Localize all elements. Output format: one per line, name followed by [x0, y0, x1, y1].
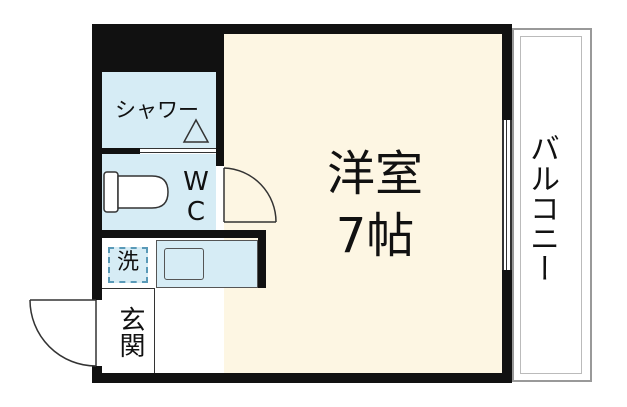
balcony-area: [512, 28, 592, 382]
outer-wall-right-lower: [502, 270, 512, 383]
entrance-top-line: [102, 288, 154, 289]
structure-block-top: [92, 24, 224, 72]
shower-door: [140, 148, 216, 153]
outer-wall-bottom: [92, 373, 512, 383]
wall-toilet-right: [216, 154, 224, 166]
entrance-area: [102, 288, 154, 373]
shower-drain-icon: [182, 118, 210, 143]
outer-wall-left-upper: [92, 24, 102, 300]
window: [502, 120, 512, 270]
balcony-inner-rail: [520, 36, 582, 374]
entrance-label: 玄関: [115, 306, 145, 358]
main-room: [224, 34, 502, 373]
outer-wall-top: [92, 24, 512, 34]
washer-label: 洗: [116, 250, 139, 275]
balcony-label: バルコニー: [524, 133, 559, 283]
entrance-step-line: [154, 288, 155, 373]
wall-shower-right: [216, 24, 224, 154]
washer-box: [108, 247, 148, 283]
kitchen-sink: [164, 248, 204, 280]
main-room-name: 洋室: [326, 146, 423, 202]
wall-kitchen-right: [258, 230, 266, 288]
wall-kitchen-top: [102, 230, 266, 238]
toilet-door-swing: [223, 167, 277, 223]
wall-shower-bottom: [102, 148, 140, 154]
main-room-size: 7帖: [335, 208, 415, 264]
toilet-label: WC: [181, 167, 211, 227]
outer-wall-left-lower: [92, 366, 102, 383]
window-center-line: [506, 120, 507, 270]
entrance-door-swing: [29, 299, 97, 367]
outer-wall-right-upper: [502, 24, 512, 120]
shower-room: [102, 72, 216, 148]
toilet-icon: [103, 171, 169, 213]
shower-label: シャワー: [115, 98, 199, 122]
